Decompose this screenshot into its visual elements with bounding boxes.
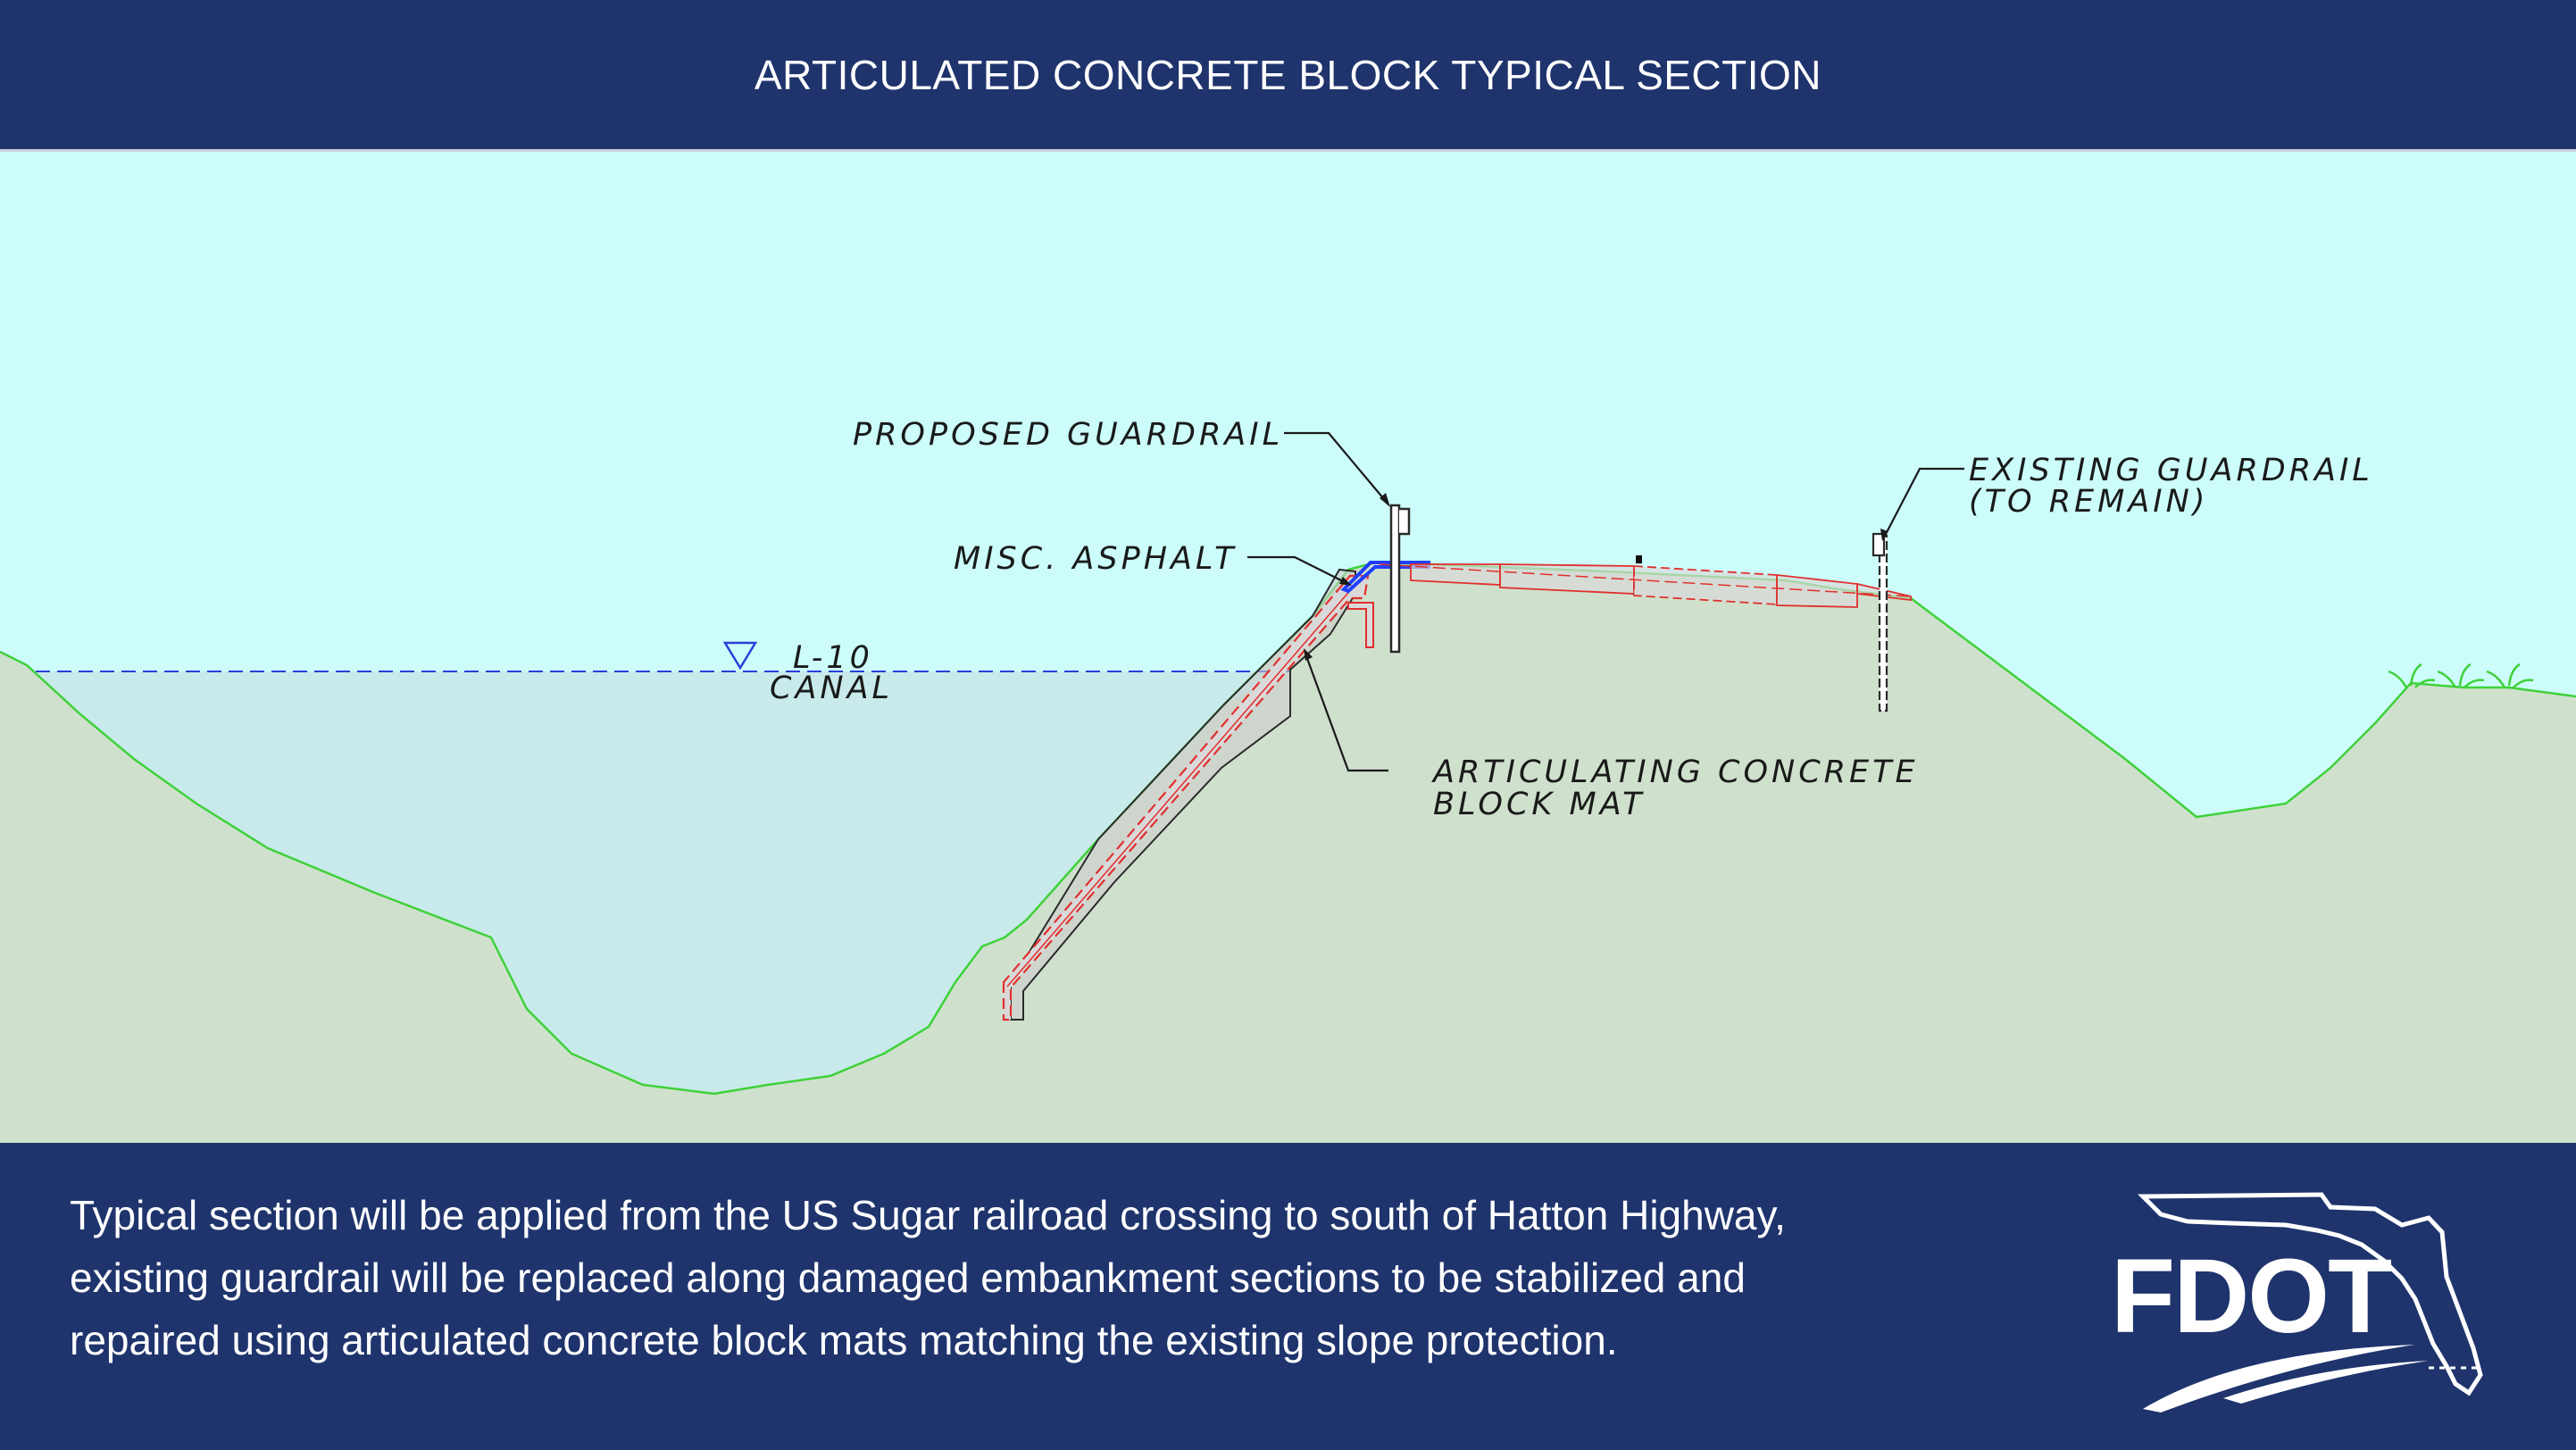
- label-misc-asphalt: MISC. ASPHALT: [954, 541, 1237, 577]
- label-proposed-guardrail: PROPOSED GUARDRAIL: [853, 417, 1283, 453]
- pavement-layers: [1410, 563, 1912, 608]
- caption-line-3: repaired using articulated concrete bloc…: [70, 1317, 1618, 1363]
- mat-centerline: [1006, 587, 1354, 988]
- caption-text: Typical section will be applied from the…: [70, 1184, 2079, 1371]
- fdot-wordmark: FDOT: [2111, 1238, 2391, 1355]
- road-swoosh-icon: [2143, 1345, 2415, 1412]
- slide-title: ARTICULATED CONCRETE BLOCK TYPICAL SECTI…: [754, 51, 1822, 98]
- label-acb-mat-line2: BLOCK MAT: [1433, 787, 1645, 822]
- label-to-remain: (TO REMAIN): [1969, 484, 2208, 520]
- fdot-logo: FDOT: [2111, 1192, 2483, 1412]
- survey-mark: [1636, 555, 1642, 563]
- caption-line-1: Typical section will be applied from the…: [70, 1192, 1786, 1238]
- label-existing-guardrail: EXISTING GUARDRAIL: [1969, 453, 2373, 488]
- section-drawing: PROPOSED GUARDRAIL MISC. ASPHALT L-10 CA…: [0, 417, 2576, 1143]
- grass-tufts: [2388, 662, 2534, 688]
- top-toe: [1347, 602, 1374, 648]
- caption-bar: Typical section will be applied from the…: [0, 1143, 2576, 1450]
- title-bar: ARTICULATED CONCRETE BLOCK TYPICAL SECTI…: [0, 0, 2576, 152]
- caption-line-2: existing guardrail will be replaced alon…: [70, 1254, 1746, 1301]
- ground-fill: [0, 562, 2576, 1143]
- canal-water: [36, 671, 1290, 1094]
- leader-lines: [1247, 431, 1964, 772]
- proposed-guardrail-post: [1389, 504, 1411, 654]
- leader-arrowheads: [1304, 493, 1888, 661]
- label-canal: CANAL: [770, 671, 893, 706]
- florida-outline-icon: [2138, 1192, 2483, 1396]
- label-canal-l10: L-10: [793, 640, 873, 676]
- water-level-symbol: [722, 641, 758, 671]
- label-acb-mat-line1: ARTICULATING CONCRETE: [1431, 754, 1919, 790]
- typical-section-diagram: PROPOSED GUARDRAIL MISC. ASPHALT L-10 CA…: [0, 152, 2576, 1143]
- road-lane-icon: [2223, 1361, 2429, 1404]
- block-mat: [1002, 574, 1370, 1021]
